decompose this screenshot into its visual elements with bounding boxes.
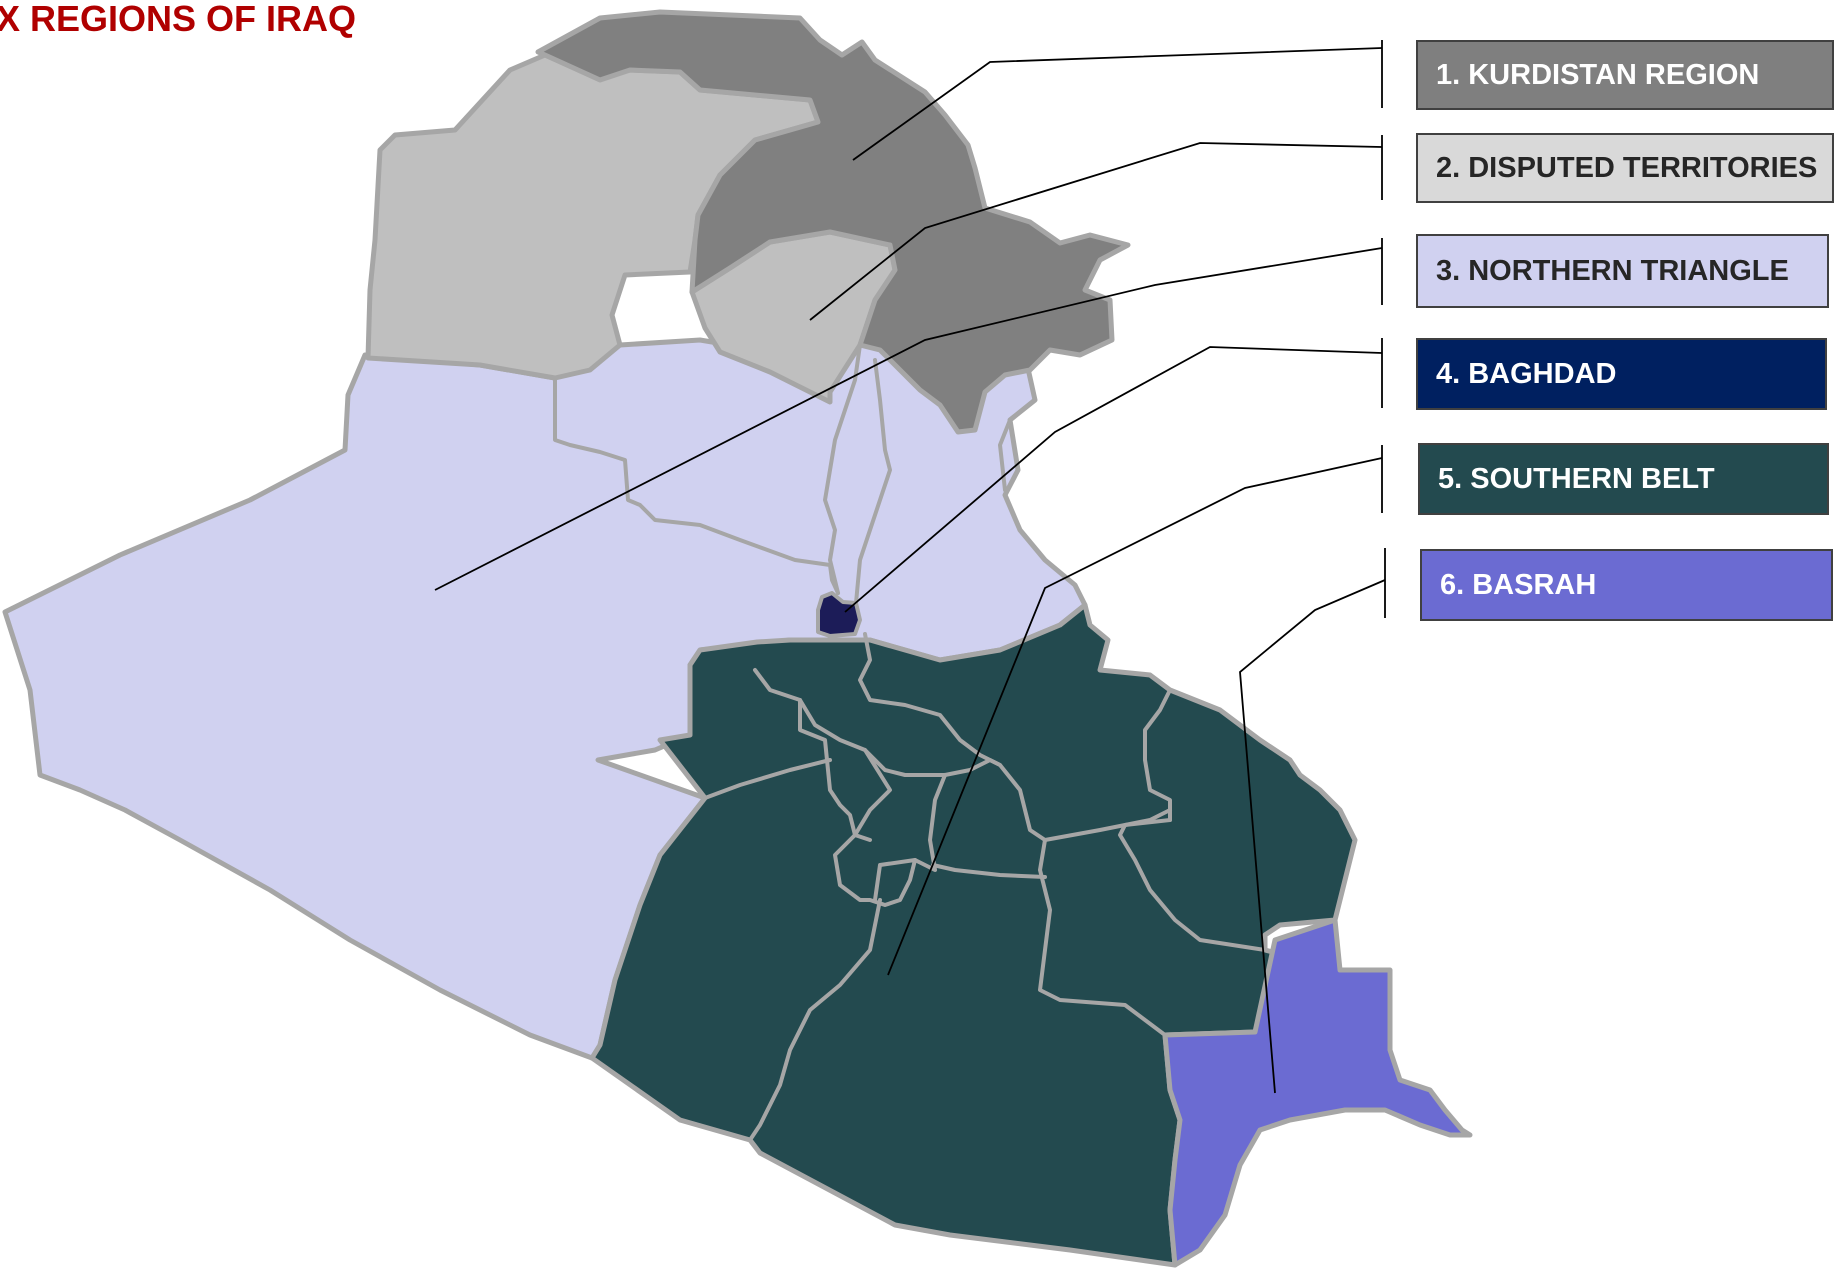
leader-lines <box>434 40 1386 1094</box>
map-title: IX REGIONS OF IRAQ <box>0 0 357 39</box>
province-borders <box>553 343 1267 1142</box>
legend-label: 4. BAGHDAD <box>1436 357 1617 390</box>
leader-southern-belt <box>887 457 1383 976</box>
leader-disputed <box>809 142 1383 321</box>
legend-label: 6. BASRAH <box>1440 568 1597 601</box>
legend-label: 2. DISPUTED TERRITORIES <box>1436 151 1818 184</box>
leader-kurdistan <box>852 47 1383 161</box>
legend-item-northern-triangle: 3. NORTHERN TRIANGLE <box>1416 234 1829 308</box>
legend-label: 3. NORTHERN TRIANGLE <box>1436 254 1789 287</box>
leader-northern-triangle <box>434 247 1383 591</box>
legend-item-southern-belt: 5. SOUTHERN BELT <box>1418 443 1829 515</box>
legend-item-disputed-territories: 2. DISPUTED TERRITORIES <box>1416 133 1834 203</box>
leader-baghdad <box>844 346 1383 613</box>
leader-basrah <box>1239 579 1386 1094</box>
legend-item-basrah: 6. BASRAH <box>1420 549 1833 621</box>
legend-label: 1. KURDISTAN REGION <box>1436 58 1760 91</box>
region-basrah[interactable] <box>1162 917 1473 1268</box>
legend-item-kurdistan-region: 1. KURDISTAN REGION <box>1416 40 1834 110</box>
legend-label: 5. SOUTHERN BELT <box>1438 462 1715 495</box>
legend-item-baghdad: 4. BAGHDAD <box>1416 338 1827 410</box>
region-baghdad[interactable] <box>816 591 862 638</box>
